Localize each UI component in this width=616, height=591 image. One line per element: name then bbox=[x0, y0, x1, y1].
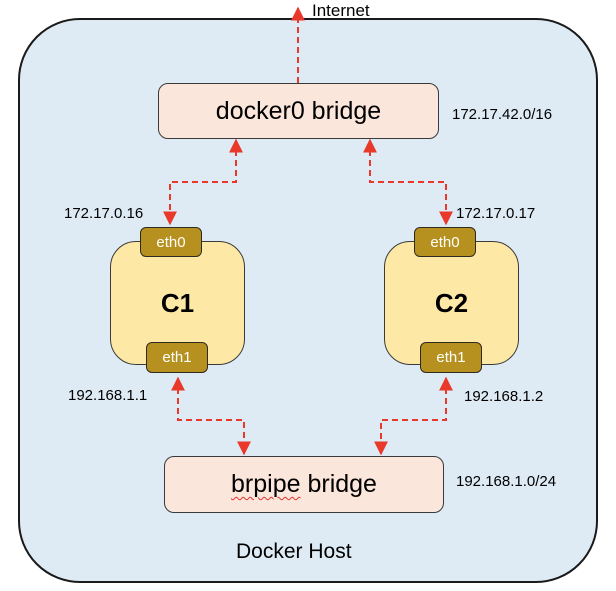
internet-label: Internet bbox=[312, 1, 370, 20]
c1-eth1-label: eth1 bbox=[162, 349, 192, 366]
brpipe-bridge-label-type: bridge bbox=[307, 470, 377, 498]
brpipe-subnet-label: 192.168.1.0/24 bbox=[456, 473, 557, 490]
container-c1-label: C1 bbox=[160, 287, 195, 318]
c1-eth1-interface: eth1 bbox=[146, 342, 208, 373]
c2-eth0-ip-label: 172.17.0.17 bbox=[456, 205, 536, 222]
c2-eth0-link bbox=[363, 138, 453, 226]
brpipe-bridge-label-name: brpipe bbox=[231, 470, 301, 498]
docker-host-label: Docker Host bbox=[236, 540, 352, 563]
c2-eth1-interface: eth1 bbox=[420, 342, 482, 373]
c2-eth1-link bbox=[374, 376, 453, 456]
c2-eth1-ip-label: 192.168.1.2 bbox=[464, 388, 544, 405]
docker0-bridge-label: docker0 bridge bbox=[215, 96, 382, 125]
c2-eth0-label: eth0 bbox=[430, 233, 460, 251]
container-c2-label: C2 bbox=[434, 287, 469, 318]
c1-eth0-ip-label: 172.17.0.16 bbox=[64, 205, 144, 222]
c2-eth0-interface: eth0 bbox=[414, 227, 476, 257]
c1-eth0-interface: eth0 bbox=[140, 227, 202, 257]
c1-eth1-ip-label: 192.168.1.1 bbox=[68, 387, 148, 404]
docker0-bridge: docker0 bridge bbox=[158, 83, 439, 139]
docker0-subnet-label: 172.17.42.0/16 bbox=[452, 106, 553, 123]
c1-eth0-link bbox=[163, 138, 243, 226]
brpipe-bridge-label: brpipe bridge bbox=[231, 470, 377, 499]
brpipe-bridge: brpipe bridge bbox=[164, 456, 444, 513]
c2-eth1-label: eth1 bbox=[436, 349, 466, 366]
c1-eth0-label: eth0 bbox=[156, 233, 186, 251]
c1-eth1-link bbox=[171, 376, 251, 456]
